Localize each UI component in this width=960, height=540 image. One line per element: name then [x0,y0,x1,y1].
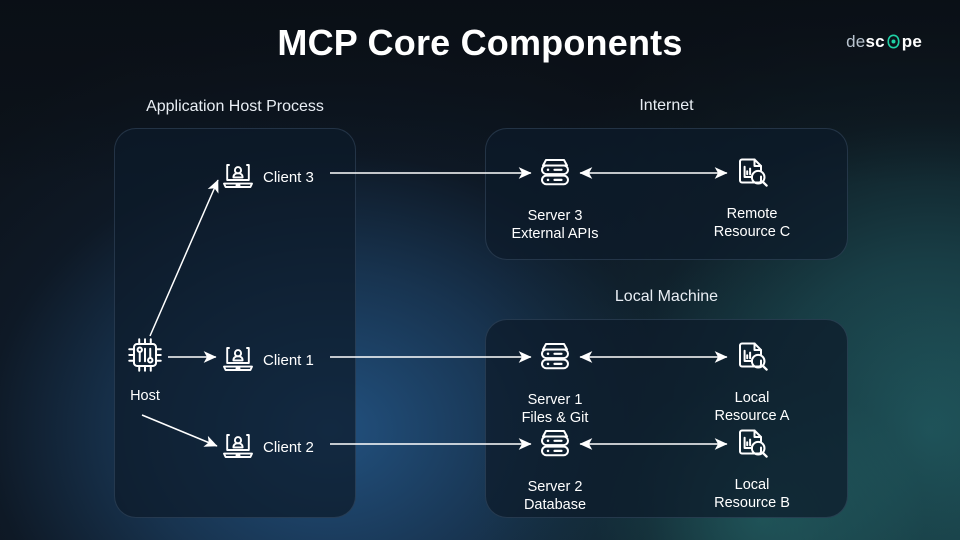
server-rack-icon [533,152,577,201]
descope-logo: de sc pe [846,33,922,50]
node-client2[interactable]: Client 2 [221,428,314,466]
logo-o-mark-icon [886,34,901,49]
server-rack-icon [533,423,577,472]
group-label-local-machine: Local Machine [614,288,719,305]
node-server3-line2: External APIs [511,226,599,243]
logo-text-pe: pe [901,32,922,51]
node-client1[interactable]: Client 1 [221,341,314,379]
page-title: MCP Core Components [277,22,683,63]
laptop-user-icon [221,158,255,196]
cpu-chip-icon [124,334,166,381]
node-resource-a[interactable]: Local Resource A [700,336,804,425]
node-server2-line1: Server 2 [527,479,583,496]
node-client1-label: Client 1 [263,351,314,369]
node-resource-b-line1: Local [734,477,770,494]
node-client3[interactable]: Client 3 [221,158,314,196]
node-host-label: Host [130,388,160,405]
node-resource-c-line1: Remote [726,206,778,223]
node-resource-a-line1: Local [734,390,770,407]
wire-host-to-client2 [141,414,218,447]
node-server2[interactable]: Server 2 Database [504,423,606,514]
group-label-application-host-process: Application Host Process [146,98,324,115]
laptop-user-icon [221,428,255,466]
node-resource-c-line2: Resource C [713,224,791,241]
node-client2-label: Client 2 [263,438,314,456]
node-resource-b[interactable]: Local Resource B [700,423,804,512]
node-server1-line1: Server 1 [527,392,583,409]
node-resource-a-line2: Resource A [714,408,790,425]
document-search-icon [731,152,773,199]
group-label-internet: Internet [639,97,694,114]
node-resource-b-line2: Resource B [714,495,790,512]
wire-host-to-client3 [149,179,219,337]
panel-internet [485,128,848,260]
laptop-user-icon [221,341,255,379]
node-client3-label: Client 3 [263,168,314,186]
node-server3[interactable]: Server 3 External APIs [504,152,606,243]
node-server2-line2: Database [523,497,587,514]
node-server1[interactable]: Server 1 Files & Git [504,336,606,427]
logo-text-sc: sc [865,32,885,51]
server-rack-icon [533,336,577,385]
node-host[interactable]: Host [118,334,172,405]
document-search-icon [731,423,773,470]
document-search-icon [731,336,773,383]
logo-text-de: de [846,32,866,51]
node-server1-line2: Files & Git [521,410,589,427]
node-resource-c[interactable]: Remote Resource C [700,152,804,241]
node-server3-line1: Server 3 [527,208,583,225]
